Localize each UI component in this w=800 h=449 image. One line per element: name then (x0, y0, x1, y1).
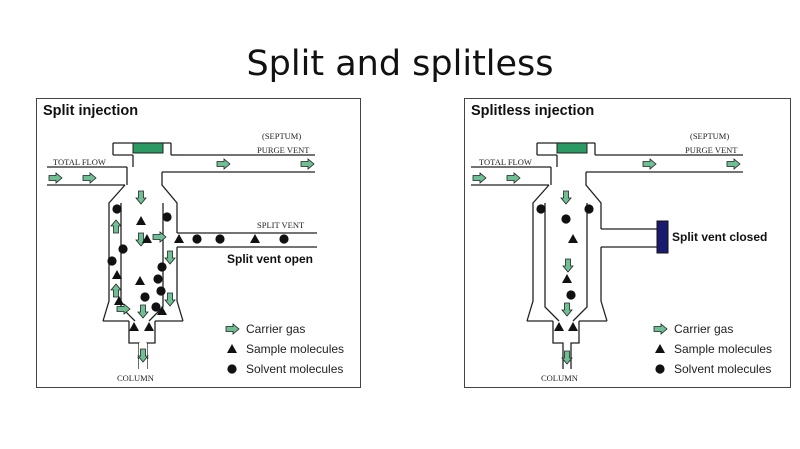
legend-solvent-icon (227, 364, 237, 374)
septum-label: (SEPTUM) (690, 131, 729, 141)
legend-carrier-gas-icon (653, 323, 668, 335)
legend-solvent: Solvent molecules (674, 362, 771, 376)
slide-title: Split and splitless (246, 44, 554, 84)
legend: Carrier gas Sample molecules Solvent mol… (225, 322, 344, 376)
legend-sample: Sample molecules (674, 342, 772, 356)
septum (132, 142, 164, 154)
septum-label: (SEPTUM) (262, 131, 301, 141)
legend-solvent-icon (655, 364, 665, 374)
legend-solvent: Solvent molecules (246, 362, 343, 376)
purge-vent-label: PURGE VENT (257, 145, 310, 155)
column-label: COLUMN (117, 373, 154, 383)
total-flow-label: TOTAL FLOW (479, 157, 532, 167)
split-injection-diagram: (SEPTUM) TOTAL FLOW PURGE VENT SPLIT VEN… (47, 131, 344, 383)
septum (556, 142, 588, 154)
column-label: COLUMN (541, 373, 578, 383)
sample-molecules (554, 234, 578, 331)
legend-sample: Sample molecules (246, 342, 344, 356)
splitless-panel-title: Splitless injection (471, 103, 595, 119)
purge-vent-label: PURGE VENT (685, 145, 738, 155)
split-panel-title: Split injection (43, 103, 139, 119)
splitless-injection-diagram: (SEPTUM) TOTAL FLOW PURGE VENT Split ven… (471, 131, 772, 383)
legend-carrier-gas-icon (225, 323, 240, 335)
total-flow-label: TOTAL FLOW (53, 157, 106, 167)
legend-carrier-gas: Carrier gas (246, 322, 305, 336)
split-injection-panel: (SEPTUM) TOTAL FLOW PURGE VENT SPLIT VEN… (36, 98, 361, 388)
splitless-injection-panel: (SEPTUM) TOTAL FLOW PURGE VENT Split ven… (464, 98, 791, 388)
legend-sample-icon (227, 344, 237, 353)
legend: Carrier gas Sample molecules Solvent mol… (653, 322, 772, 376)
split-vent-label: SPLIT VENT (257, 220, 305, 230)
legend-sample-icon (655, 344, 665, 353)
legend-carrier-gas: Carrier gas (674, 322, 733, 336)
vent-state-label: Split vent open (227, 252, 313, 266)
vent-state-label: Split vent closed (672, 230, 767, 244)
closed-split-vent (656, 220, 669, 254)
